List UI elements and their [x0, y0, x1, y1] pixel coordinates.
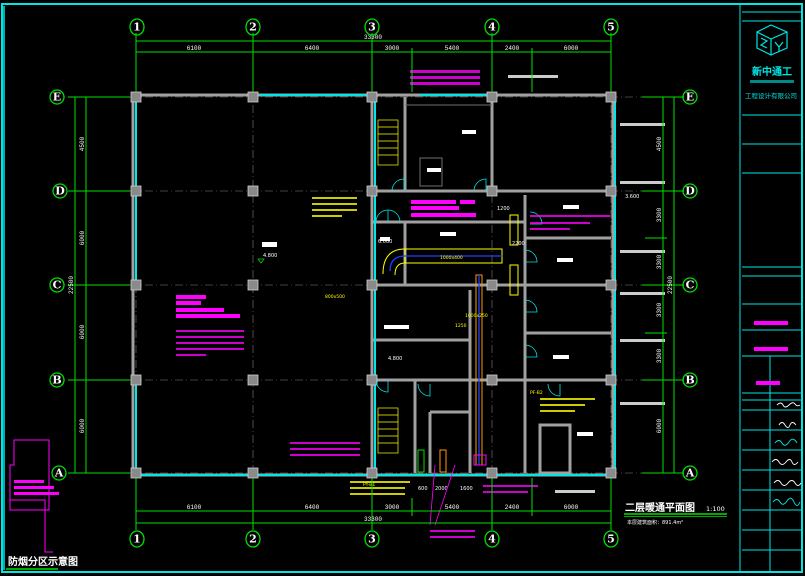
svg-text:6100: 6100 — [187, 45, 202, 52]
svg-text:2: 2 — [249, 21, 257, 34]
axis-bubbles: 1 2 3 4 5 1 2 3 4 5 E D C B A E D C B A — [49, 18, 698, 548]
svg-text:22500: 22500 — [68, 276, 75, 294]
svg-text:E: E — [53, 91, 61, 104]
svg-text:2000: 2000 — [435, 486, 448, 492]
svg-text:PY-B1: PY-B1 — [363, 482, 375, 488]
drawing-frame — [1, 3, 803, 573]
svg-text:2400: 2400 — [505, 504, 520, 511]
signatures — [771, 402, 802, 506]
svg-text:D: D — [685, 185, 695, 198]
svg-text:5: 5 — [607, 533, 615, 546]
svg-text:6000: 6000 — [564, 504, 579, 511]
svg-text:1000x400: 1000x400 — [440, 255, 463, 261]
stairs — [377, 119, 399, 454]
svg-text:3300: 3300 — [656, 302, 663, 317]
svg-text:3000: 3000 — [385, 504, 400, 511]
svg-text:3300: 3300 — [656, 254, 663, 269]
smoke-zone-inset — [9, 439, 59, 553]
svg-text:6100: 6100 — [187, 504, 202, 511]
svg-text:33300: 33300 — [364, 34, 382, 41]
svg-text:B: B — [52, 374, 61, 387]
svg-text:1000x250: 1000x250 — [465, 313, 488, 319]
svg-text:B: B — [685, 374, 694, 387]
svg-text:1: 1 — [133, 21, 141, 34]
svg-text:6000: 6000 — [656, 418, 663, 433]
svg-text:3300: 3300 — [656, 348, 663, 363]
ducts — [382, 214, 519, 473]
svg-text:2: 2 — [249, 533, 257, 546]
top-dimensions: 33300 6100 6400 3000 5400 2400 6000 — [135, 33, 612, 92]
svg-text:22500: 22500 — [667, 276, 674, 294]
svg-text:D: D — [55, 185, 65, 198]
elevation-markers: 4.800 4.800 6.000 — [257, 130, 593, 436]
svg-text:800x500: 800x500 — [325, 294, 345, 300]
svg-text:4: 4 — [488, 21, 496, 34]
svg-text:6000: 6000 — [79, 418, 86, 433]
svg-text:2400: 2400 — [505, 45, 520, 52]
svg-text:5400: 5400 — [445, 504, 460, 511]
svg-text:1200: 1200 — [497, 206, 510, 212]
title-block — [739, 3, 803, 573]
svg-text:3: 3 — [368, 533, 376, 546]
drawing-title: 二层暖通平面图 — [625, 501, 695, 514]
structural-columns — [130, 91, 617, 479]
svg-text:1: 1 — [133, 533, 141, 546]
drawing-scale: 1:100 — [706, 505, 725, 513]
svg-text:6400: 6400 — [305, 504, 320, 511]
svg-text:5: 5 — [607, 21, 615, 34]
svg-text:A: A — [685, 467, 695, 480]
company-logo — [756, 24, 788, 56]
svg-text:E: E — [686, 91, 694, 104]
inset-title: 防烟分区示意图 — [8, 555, 78, 568]
svg-text:4500: 4500 — [79, 136, 86, 151]
svg-text:600: 600 — [418, 486, 428, 492]
svg-text:6000: 6000 — [79, 324, 86, 339]
svg-text:1250: 1250 — [455, 323, 467, 329]
bottom-dimensions: 6100 6400 3000 5400 2400 6000 33300 — [135, 478, 612, 530]
svg-text:4: 4 — [488, 533, 496, 546]
svg-text:4500: 4500 — [656, 136, 663, 151]
magenta-notes — [176, 70, 665, 538]
svg-text:3000: 3000 — [385, 45, 400, 52]
svg-text:1600: 1600 — [460, 486, 473, 492]
svg-text:6400: 6400 — [305, 45, 320, 52]
svg-text:PF-B2: PF-B2 — [530, 390, 543, 396]
svg-text:3.600: 3.600 — [625, 194, 639, 200]
svg-text:6000: 6000 — [79, 230, 86, 245]
svg-text:A: A — [54, 467, 64, 480]
svg-text:6.000: 6.000 — [378, 239, 392, 245]
svg-text:C: C — [686, 279, 695, 292]
company-subtitle: 工程设计有限公司 — [745, 91, 797, 100]
left-dimensions: 4500 6000 6000 6000 22500 — [68, 96, 130, 474]
svg-text:3300: 3300 — [656, 207, 663, 222]
svg-text:4.800: 4.800 — [263, 253, 277, 259]
svg-text:5400: 5400 — [445, 45, 460, 52]
svg-text:2200: 2200 — [512, 241, 525, 247]
svg-text:33300: 33300 — [364, 516, 382, 523]
svg-text:6000: 6000 — [564, 45, 579, 52]
company-name: 新中通工 — [752, 65, 792, 78]
svg-text:C: C — [53, 279, 62, 292]
doors — [375, 178, 561, 397]
right-dimensions: 4500 3300 3300 3300 3300 6000 22500 — [642, 96, 684, 474]
svg-text:4.800: 4.800 — [388, 356, 402, 362]
svg-text:3: 3 — [368, 21, 376, 34]
area-note: 本层建筑面积：891.4m² — [627, 519, 683, 526]
duct-labels: 1000x400 1000x250 1250 1200 2000 1600 60… — [325, 194, 639, 492]
